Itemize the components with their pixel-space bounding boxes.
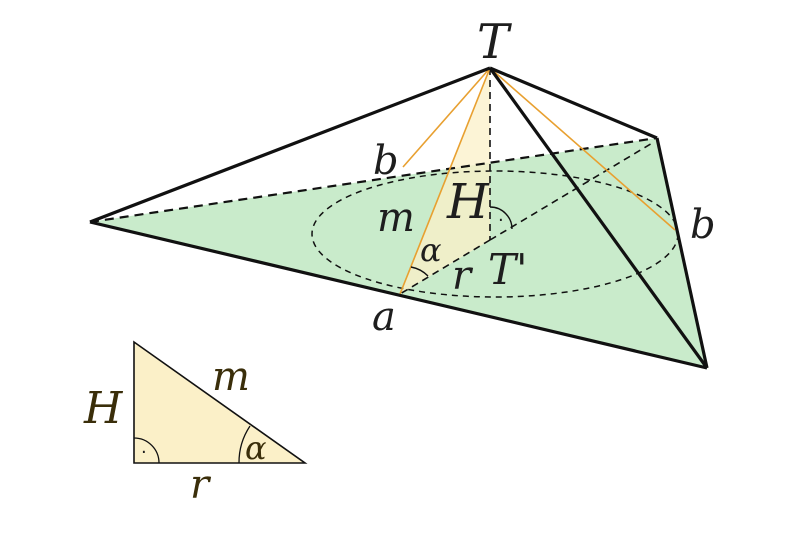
inset-angle-label: α — [245, 429, 267, 467]
edge-left-top — [89, 66, 491, 224]
inset-right-angle-arc — [133, 437, 160, 464]
edge-top-right — [489, 66, 658, 140]
inset-base-label: r — [190, 462, 212, 508]
angle-alpha-label: α — [420, 231, 442, 269]
base-edge-b-left-label: b — [373, 138, 399, 184]
inradius-label: r — [452, 253, 474, 299]
slant-height-right-b — [489, 67, 676, 231]
hidden-base-edge — [89, 136, 658, 224]
apex-label: T — [477, 14, 512, 70]
base-triangle — [90, 138, 707, 368]
base-edge-b-right — [655, 137, 709, 369]
inset-triangle: · H m r α — [83, 340, 308, 508]
base-edge-b-right-label: b — [690, 202, 716, 248]
inset-alpha-arc — [238, 425, 251, 464]
inset-triangle-shape — [133, 340, 308, 464]
slant-height-left-b — [402, 67, 491, 168]
slant-height-m — [399, 67, 491, 295]
inradius-b — [489, 141, 655, 241]
edge-top-bottom — [488, 67, 709, 369]
base-edge-a-label: a — [372, 294, 396, 340]
right-angle-dot: · — [498, 210, 504, 231]
foot-point-label: T' — [488, 245, 528, 294]
inset-height-label: H — [83, 383, 124, 434]
height-label: H — [446, 174, 490, 230]
slant-height-label: m — [377, 195, 415, 241]
right-angle-arc — [489, 206, 513, 230]
inradius-a — [399, 239, 491, 295]
base-edge-a — [89, 220, 708, 370]
inset-hypotenuse-label: m — [212, 354, 250, 400]
inset-right-angle-dot: · — [141, 442, 147, 463]
alpha-arc — [410, 266, 429, 277]
